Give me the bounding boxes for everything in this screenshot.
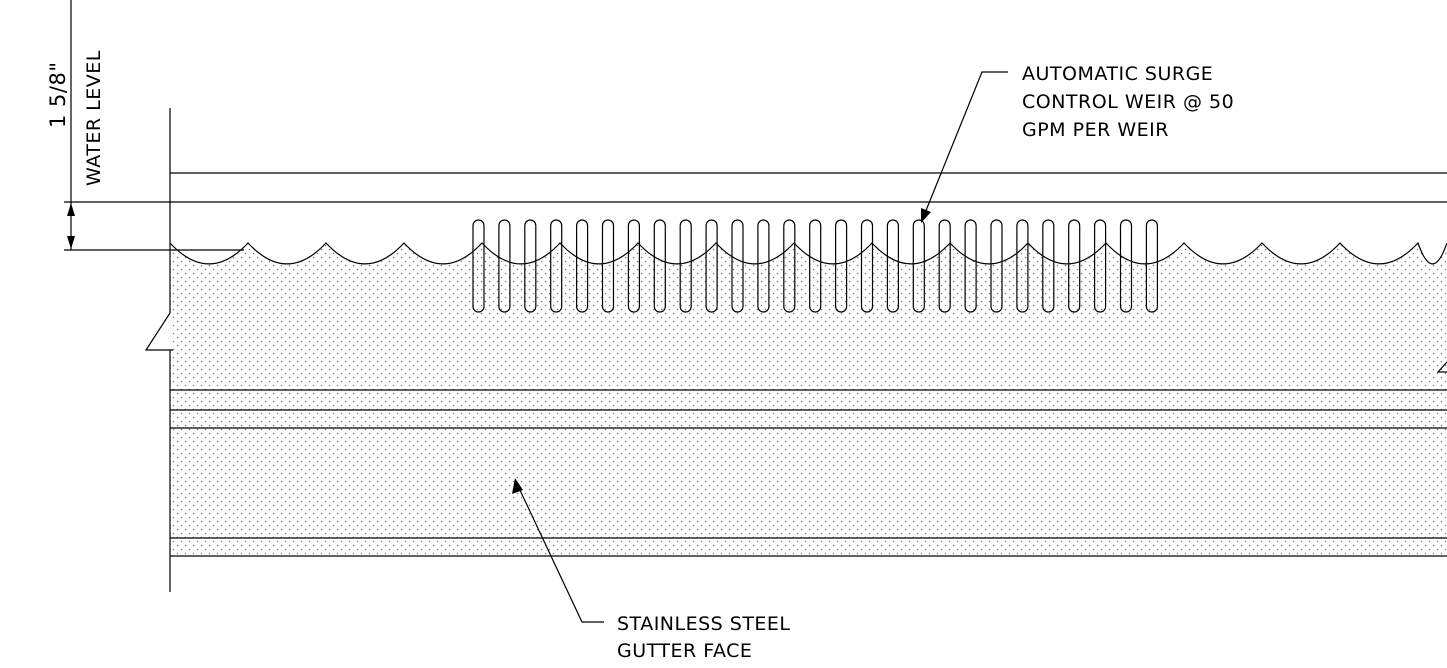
weir-slot xyxy=(990,219,1003,313)
weir-slot xyxy=(860,219,874,313)
break-symbol xyxy=(144,312,173,351)
weir-slot xyxy=(679,219,692,313)
right-break-symbol xyxy=(1436,361,1447,373)
gutter-leader-arrow-icon xyxy=(512,478,523,494)
weir-slot xyxy=(1068,219,1081,313)
weir-leader-arrow-icon xyxy=(921,208,931,223)
weir-slot xyxy=(524,219,537,313)
weir-slot xyxy=(653,219,666,313)
weir-slot xyxy=(1042,219,1055,313)
weir-slot xyxy=(783,219,796,313)
weir-slot xyxy=(472,219,485,313)
water-fill-region xyxy=(170,243,1447,392)
water-surface-line xyxy=(169,241,1447,265)
gutter-callout: STAINLESS STEEL GUTTER FACE xyxy=(512,478,791,662)
weir-callout: AUTOMATIC SURGE CONTROL WEIR @ 50 GPM PE… xyxy=(921,63,1234,223)
weir-slot xyxy=(757,219,770,313)
weir-slot xyxy=(627,219,641,313)
dimension-arrow-down-icon xyxy=(67,236,75,249)
dimension-arrow-up-icon xyxy=(67,203,75,216)
weir-slot xyxy=(834,219,848,313)
weir-slot xyxy=(498,219,511,313)
surge-control-weir xyxy=(472,219,1159,313)
weir-slot xyxy=(575,219,589,313)
lower-face-hatch xyxy=(172,389,1447,556)
weir-slot xyxy=(912,219,925,313)
weir-slot xyxy=(731,219,744,313)
water-level-dimension: 1 5/8" WATER LEVEL xyxy=(46,0,105,250)
dimension-value: 1 5/8" xyxy=(46,62,70,129)
weir-slot xyxy=(1119,219,1133,313)
weir-leader-line xyxy=(924,71,1008,214)
weir-slot xyxy=(705,219,718,313)
weir-slot xyxy=(938,219,951,313)
weir-slot xyxy=(886,219,900,313)
weir-callout-line-3: GPM PER WEIR xyxy=(1022,119,1169,141)
weir-slot xyxy=(1093,219,1107,313)
weir-slot xyxy=(964,219,977,313)
gutter-callout-line-2: GUTTER FACE xyxy=(617,640,752,662)
gutter-leader-line xyxy=(518,487,604,623)
weir-callout-line-2: CONTROL WEIR @ 50 xyxy=(1022,91,1234,113)
weir-slot xyxy=(1145,219,1159,313)
gutter-profile-lines xyxy=(64,172,1447,557)
weir-slot xyxy=(550,219,563,313)
weir-callout-line-1: AUTOMATIC SURGE xyxy=(1022,63,1213,85)
weir-slot xyxy=(809,219,822,313)
weir-slot xyxy=(601,219,615,313)
gutter-edge xyxy=(144,108,173,592)
dimension-label: WATER LEVEL xyxy=(83,50,105,186)
gutter-face-hatch xyxy=(170,243,1447,556)
weir-slot xyxy=(1016,219,1029,313)
gutter-callout-line-1: STAINLESS STEEL xyxy=(617,613,791,635)
